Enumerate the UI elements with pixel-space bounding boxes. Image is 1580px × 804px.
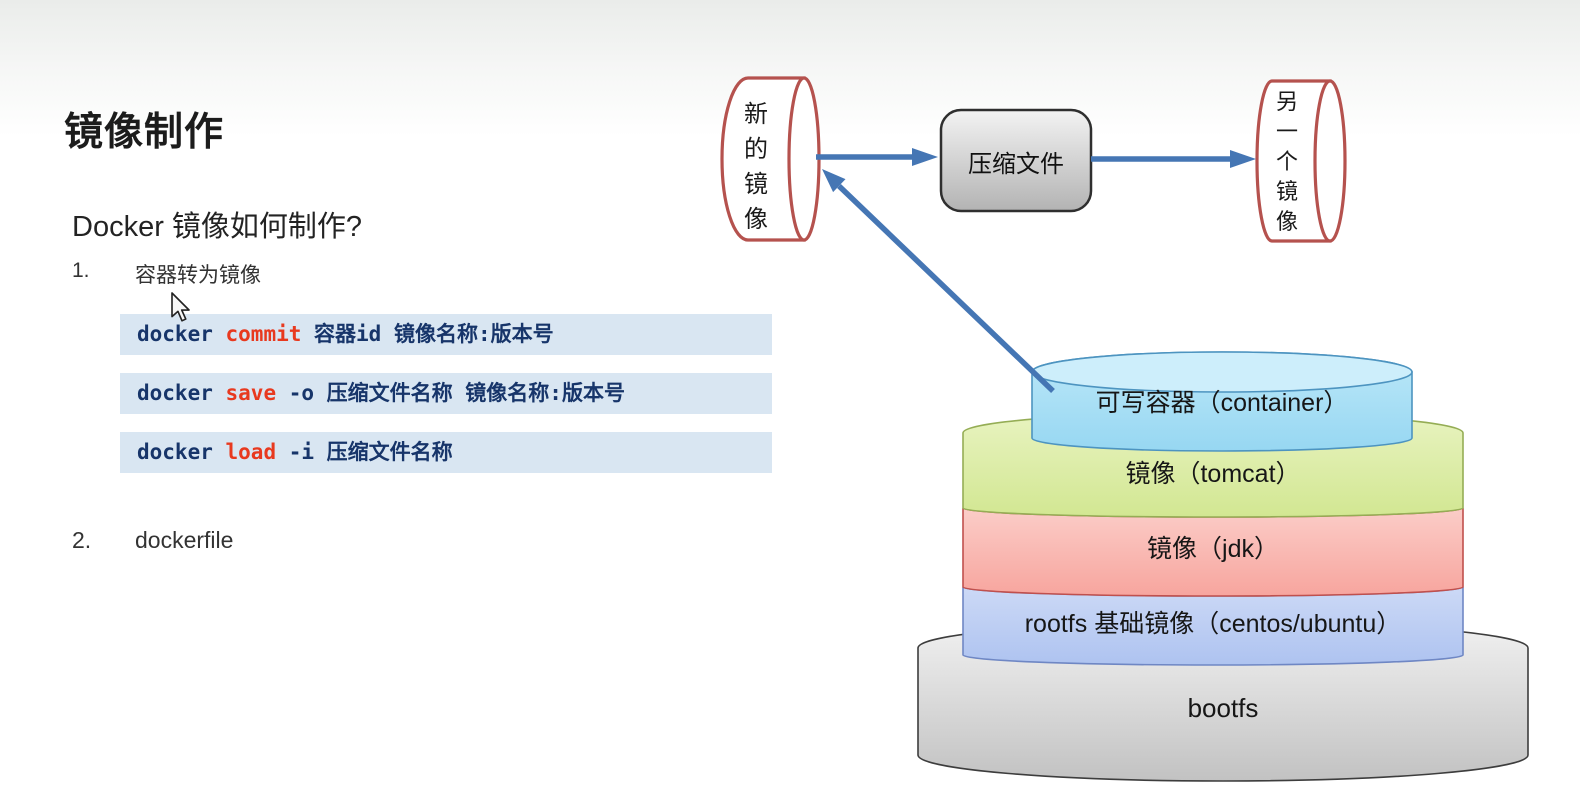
another-image-cylinder-shape — [1255, 79, 1332, 243]
code-line-docker-commit: docker commit 容器id 镜像名称:版本号 — [120, 314, 772, 355]
mouse-cursor-icon — [171, 292, 190, 322]
code-arguments: -o 压缩文件名称 镜像名称:版本号 — [276, 381, 625, 405]
arrow-newimage-to-box-head — [912, 148, 938, 166]
new-image-cylinder-cap — [787, 76, 821, 242]
list-item-2-label: dockerfile — [135, 527, 234, 553]
container-layer-label: 可写容器（container） — [1095, 389, 1349, 417]
code-command: docker — [137, 440, 226, 464]
tomcat-layer-label: 镜像（tomcat） — [1125, 460, 1301, 488]
new-image-cylinder-shape — [720, 76, 806, 242]
another-image-cylinder-label: 另一个镜像 — [1275, 89, 1298, 234]
code-line-docker-save: docker save -o 压缩文件名称 镜像名称:版本号 — [120, 373, 772, 414]
jdk-layer-label: 镜像（jdk） — [1147, 535, 1279, 563]
code-keyword: commit — [225, 322, 302, 346]
bootfs-layer-label: bootfs — [1187, 693, 1259, 723]
compressed-file-box-label: 压缩文件 — [968, 151, 1064, 178]
list-item-1-label: 容器转为镜像 — [135, 264, 261, 287]
code-arguments: 容器id 镜像名称:版本号 — [301, 322, 554, 346]
code-keyword: load — [225, 440, 277, 464]
subtitle: Docker 镜像如何制作? — [72, 211, 363, 243]
code-arguments: -i 压缩文件名称 — [276, 440, 453, 464]
new-image-cylinder-label: 新的镜像 — [744, 101, 768, 233]
rootfs-layer-label: rootfs 基础镜像（centos/ubuntu） — [1024, 610, 1402, 638]
code-keyword: save — [225, 381, 277, 405]
list-item-2-number: 2. — [72, 527, 92, 553]
code-line-docker-load: docker load -i 压缩文件名称 — [120, 432, 772, 473]
list-item-1-number: 1. — [72, 259, 90, 282]
arrow-container-to-newimage-head — [822, 169, 846, 193]
code-command: docker — [137, 322, 226, 346]
code-command: docker — [137, 381, 226, 405]
container-layer-lid — [1031, 351, 1413, 393]
another-image-cylinder-cap — [1313, 79, 1347, 243]
page-title: 镜像制作 — [64, 111, 225, 154]
arrow-container-to-newimage — [837, 184, 1055, 393]
arrow-box-to-anotherimage-head — [1230, 150, 1256, 168]
